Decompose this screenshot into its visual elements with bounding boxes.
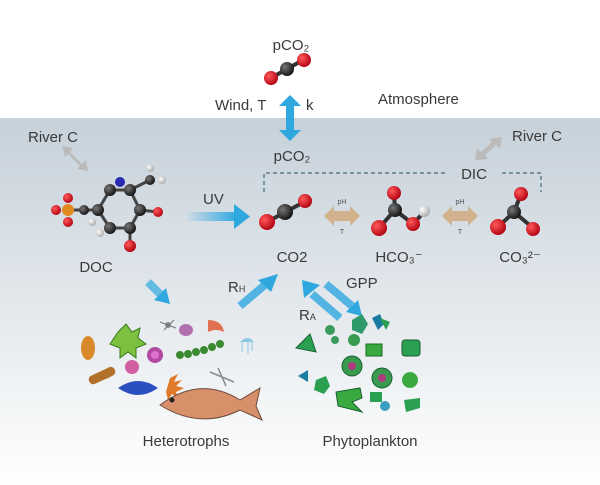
ra-arrow-icon <box>302 280 343 322</box>
dic-bracket <box>263 172 542 192</box>
gpp-label: GPP <box>346 275 378 292</box>
rh-arrow-icon <box>237 274 278 310</box>
k-label: k <box>306 97 314 114</box>
dic-label: DIC <box>461 166 487 183</box>
heterotrophs-label: Heterotrophs <box>143 433 230 450</box>
phytoplankton-illustration <box>294 314 421 413</box>
uv-arrow-icon <box>185 204 250 229</box>
ra-r: R <box>299 307 310 324</box>
co3-label: CO₃²⁻ <box>499 249 541 266</box>
rh-label: RH <box>228 279 245 296</box>
river-right-exchange-arrow-icon <box>475 137 502 160</box>
water-body <box>0 118 600 485</box>
wind-t-label: Wind, T <box>215 97 266 114</box>
atmosphere-label: Atmosphere <box>378 91 459 108</box>
hco3-label: HCO₃⁻ <box>375 249 422 266</box>
river-left-exchange-arrow-icon <box>62 146 88 171</box>
ra-label: RA <box>299 307 316 324</box>
phytoplankton-label: Phytoplankton <box>322 433 417 450</box>
doc-molecule-icon <box>51 164 166 252</box>
uv-label: UV <box>203 191 224 208</box>
t-label-2: T <box>458 229 463 236</box>
doc-to-heterotrophs-arrow-icon <box>145 279 170 304</box>
rh-r: R <box>228 279 239 296</box>
co3-molecule-icon <box>490 187 540 236</box>
co2-label: CO2 <box>277 249 308 266</box>
river-c-right-label: River C <box>512 128 562 145</box>
ph-label-2: pH <box>456 199 465 206</box>
hco3-co3-equilibrium-arrow-icon <box>442 206 478 226</box>
t-label-1: T <box>340 229 345 236</box>
doc-label: DOC <box>79 259 113 276</box>
air-water-exchange-arrow-icon <box>279 95 301 141</box>
pco2-water-label: pCO₂ <box>274 148 311 165</box>
gpp-arrow-icon <box>323 280 362 316</box>
co2-hco3-equilibrium-arrow-icon <box>324 206 360 226</box>
ph-label-1: pH <box>338 199 347 206</box>
hco3-molecule-icon <box>371 186 430 236</box>
ra-subscript: A <box>310 312 316 322</box>
river-c-left-label: River C <box>28 129 78 146</box>
co2-molecule-atmosphere-icon <box>264 53 311 85</box>
pco2-atmosphere-label: pCO₂ <box>273 37 310 54</box>
heterotrophs-illustration <box>81 319 263 421</box>
co2-molecule-water-icon <box>259 194 312 230</box>
rh-subscript: H <box>239 284 246 294</box>
